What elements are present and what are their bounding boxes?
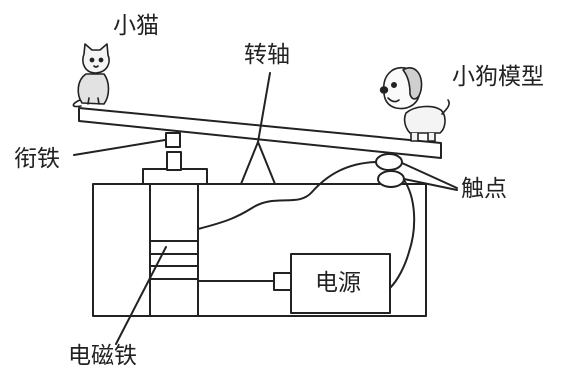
armature-stem: [165, 132, 181, 148]
power-terminal: [273, 272, 292, 291]
pivot-support: [240, 141, 276, 185]
dog-tail: [441, 99, 450, 115]
label-electromagnet: 电磁铁: [68, 343, 137, 369]
dog-ear: [402, 67, 423, 100]
label-kitten: 小猫: [113, 13, 159, 39]
cat-eye: [98, 57, 104, 63]
dog-eye: [390, 82, 397, 89]
leader-contact-lower: [403, 178, 458, 191]
label-contacts: 触点: [461, 176, 507, 202]
cat-mouth: [93, 65, 99, 68]
label-pivot: 转轴: [244, 42, 290, 68]
dog-icon: [379, 67, 450, 142]
cat-paws: [87, 97, 100, 105]
leader-pivot: [257, 72, 271, 143]
cat-eye: [89, 57, 95, 63]
leader-electromagnet: [115, 246, 167, 345]
cat-icon: [72, 43, 110, 108]
contact-upper: [375, 153, 403, 171]
pedestal-pad: [142, 168, 208, 185]
leader-armature: [73, 139, 166, 156]
label-power-source: 电源: [315, 270, 361, 296]
cat-head: [82, 43, 110, 74]
cat-body: [77, 73, 110, 105]
dog-leg: [427, 132, 436, 142]
label-puppy-model: 小狗模型: [452, 64, 544, 90]
label-armature: 衔铁: [14, 146, 60, 172]
electromagnet-core: [149, 183, 199, 317]
power-source-box: [290, 253, 391, 314]
wire-coil-to-upper-contact: [197, 161, 377, 230]
leader-contact-upper: [401, 162, 458, 189]
armature-block: [166, 151, 182, 171]
dog-leg: [410, 132, 419, 142]
dog-body: [403, 105, 446, 134]
cat-tail: [72, 99, 82, 108]
dog-mouth: [387, 97, 400, 103]
dog-nose: [379, 86, 389, 94]
wire-lower-contact-to-source: [389, 179, 416, 289]
contact-lower: [377, 170, 405, 188]
